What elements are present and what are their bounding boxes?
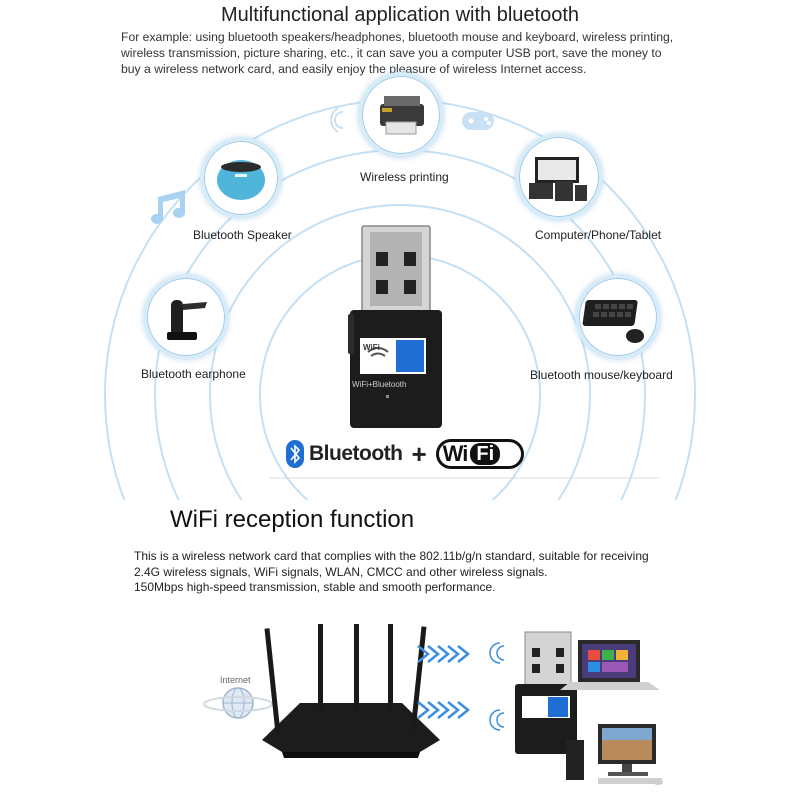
label-bluetooth-speaker: Bluetooth Speaker <box>193 228 292 242</box>
dongle-caption: WiFi+Bluetooth <box>352 380 407 389</box>
speaker-icon <box>217 160 265 200</box>
section2-line: This is a wireless network card that com… <box>134 549 649 563</box>
bluetooth-wifi-logo-row: Bluetooth + Wi Fi <box>285 437 524 471</box>
wifi-logo-fi: Fi <box>470 443 501 465</box>
section2-description: This is a wireless network card that com… <box>134 549 734 596</box>
label-computer-phone-tablet: Computer/Phone/Tablet <box>535 228 662 242</box>
wifi-waves-icon <box>330 107 344 133</box>
wifi-logo: Wi Fi <box>435 439 524 469</box>
speaker-circle <box>200 137 282 219</box>
internet-label: Internet <box>220 675 251 685</box>
internet-globe-icon <box>203 687 273 719</box>
computer-phone-tablet-icon <box>529 157 587 201</box>
wifi-reception-illustration <box>203 624 663 785</box>
earphone-icon <box>167 300 207 340</box>
usb-dongle <box>348 225 442 428</box>
section2-line: 2.4G wireless signals, WiFi signals, WLA… <box>134 564 548 579</box>
usb-dongle-small-icon <box>515 631 577 754</box>
keyboard-mouse-icon <box>582 300 644 343</box>
section2-title: WiFi reception function <box>170 506 415 533</box>
section1-line: buy a wireless network card, and easily … <box>121 62 587 76</box>
router-icon <box>262 624 440 758</box>
printer-icon <box>380 96 424 135</box>
section1-description: For example: using bluetooth speakers/he… <box>121 29 721 77</box>
signal-arrows-top <box>417 645 471 663</box>
gamepad-icon <box>462 112 494 130</box>
label-wireless-printing: Wireless printing <box>360 170 449 184</box>
section1-line: For example: using bluetooth speakers/he… <box>121 30 674 44</box>
music-note-icon <box>151 190 185 224</box>
bluetooth-icon <box>286 440 304 468</box>
printer-circle <box>358 72 444 158</box>
wifi-wave-marks <box>489 642 505 731</box>
computer-circle <box>515 133 603 221</box>
section1-line: wireless transmission, picture sharing, … <box>121 46 662 60</box>
signal-arrows-bottom <box>417 701 471 719</box>
desktop-computer-icon <box>566 724 663 785</box>
section2-line: 150Mbps high-speed transmission, stable … <box>134 580 496 594</box>
bluetooth-logo-text: Bluetooth <box>309 442 403 465</box>
label-bluetooth-earphone: Bluetooth earphone <box>141 367 246 381</box>
wifi-logo-wi: Wi <box>442 441 469 466</box>
keyboard-circle <box>575 274 661 360</box>
earphone-circle <box>143 274 229 360</box>
laptop-icon <box>560 640 660 690</box>
section1-title: Multifunctional application with bluetoo… <box>221 4 579 26</box>
dongle-badge-text: WiFi <box>363 343 380 352</box>
logo-plus: + <box>411 438 427 469</box>
label-bluetooth-mouse-keyboard: Bluetooth mouse/keyboard <box>530 368 673 382</box>
